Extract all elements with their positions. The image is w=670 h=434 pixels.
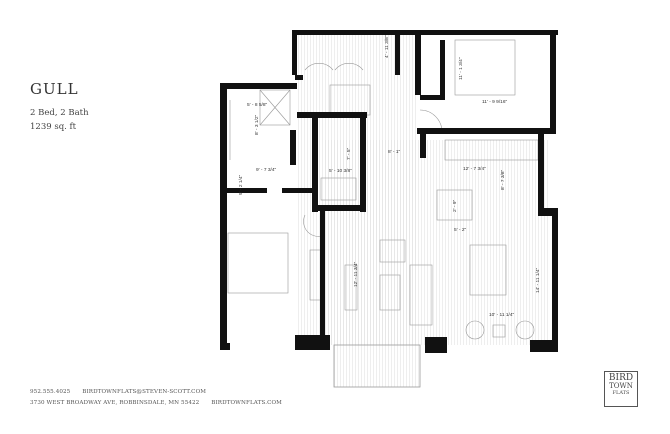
address: 3730 WEST BROADWAY AVE, ROBBINSDALE, MN …	[30, 400, 200, 406]
balcony	[333, 344, 421, 388]
contact-line-1: 952.555.4025 BIRDTOWNFLATS@STEVEN-SCOTT.…	[30, 389, 216, 395]
phone: 952.555.4025	[30, 389, 71, 395]
dimension-labels: 4' - 11 3/8" 11' - 1 3/4" 11' - 9 9/16" …	[238, 35, 541, 318]
logo-line-1: BIRD	[608, 373, 634, 383]
dim-dining-width: 10' - 11 1/4"	[489, 312, 514, 318]
dim-kitchen-depth: 8' - 7 3/8"	[500, 169, 506, 190]
dim-island-depth: 2' - 9"	[452, 199, 458, 212]
email-link[interactable]: BIRDTOWNFLATS@STEVEN-SCOTT.COM	[82, 389, 207, 395]
dim-bath1-width: 5' - 8 5/8"	[247, 102, 268, 108]
dim-corridor: 8' - 1"	[388, 149, 401, 155]
dim-kitchen-width: 12' - 7 3/4"	[463, 166, 486, 172]
logo-line-3: FLATS	[612, 390, 630, 396]
dim-island-width: 5' - 2"	[454, 227, 467, 233]
dim-bath1-depth: 8' - 3 1/2"	[254, 114, 260, 135]
dim-hall-depth: 9' - 2 1/4"	[238, 174, 244, 195]
website-link[interactable]: BIRDTOWNFLATS.COM	[211, 400, 282, 406]
birdtown-flats-logo: BIRD TOWN FLATS	[604, 371, 638, 407]
walls	[220, 30, 558, 353]
dim-living-depth: 12' - 11 3/4"	[353, 262, 359, 287]
dim-bath2-depth: 7' - 5"	[346, 147, 352, 160]
square-footage: 1239 sq. ft	[30, 122, 77, 132]
beds-baths: 2 Bed, 2 Bath	[30, 108, 89, 118]
dim-closet-top: 4' - 11 3/8"	[384, 35, 390, 58]
contact-line-2: 3730 WEST BROADWAY AVE, ROBBINSDALE, MN …	[30, 400, 292, 406]
plan-name: GULL	[30, 80, 79, 98]
dim-bath2-width: 5' - 10 3/8"	[329, 168, 352, 174]
dim-dining-depth: 14' - 11 1/4"	[535, 268, 541, 293]
dim-hall-width: 9' - 7 3/4"	[256, 167, 277, 173]
logo-line-2: TOWN	[609, 382, 633, 390]
dim-bedroom1-depth: 11' - 1 3/4"	[458, 57, 464, 80]
dim-bedroom1-width: 11' - 9 9/16"	[482, 99, 507, 105]
